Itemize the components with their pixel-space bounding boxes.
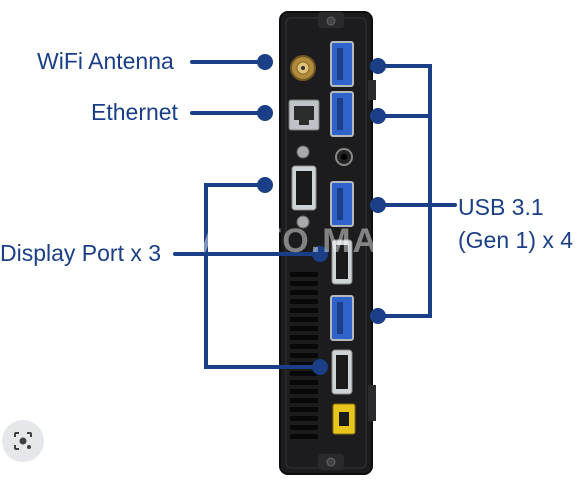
displayport-3: [331, 349, 353, 395]
wifi-antenna-port: [290, 55, 316, 81]
power-port: [332, 403, 356, 435]
usb-port-3: [330, 181, 354, 227]
ethernet-label: Ethernet: [91, 99, 178, 125]
wifi-antenna-label: WiFi Antenna: [37, 48, 174, 74]
lens-search-icon: [14, 432, 32, 450]
displayport-1: [291, 165, 317, 211]
displayport-2: [331, 239, 353, 285]
callout-dots: [257, 54, 386, 375]
ventilation-grille: [290, 272, 318, 439]
screw-icon: [296, 145, 310, 159]
lens-search-button[interactable]: [2, 420, 44, 462]
usb-label-line1: USB 3.1: [458, 194, 544, 220]
usb-port-2: [330, 91, 354, 137]
screw-icon: [296, 215, 310, 229]
ethernet-port: [288, 99, 320, 131]
usb-port-4: [330, 295, 354, 341]
watermark-text: AVITO.MA: [200, 222, 379, 260]
audio-jack: [335, 148, 353, 166]
displayport-label: Display Port x 3: [0, 240, 162, 266]
usb-port-1: [330, 41, 354, 87]
usb-label-line2: (Gen 1) x 4: [458, 227, 574, 253]
callout-lines: [173, 60, 457, 369]
